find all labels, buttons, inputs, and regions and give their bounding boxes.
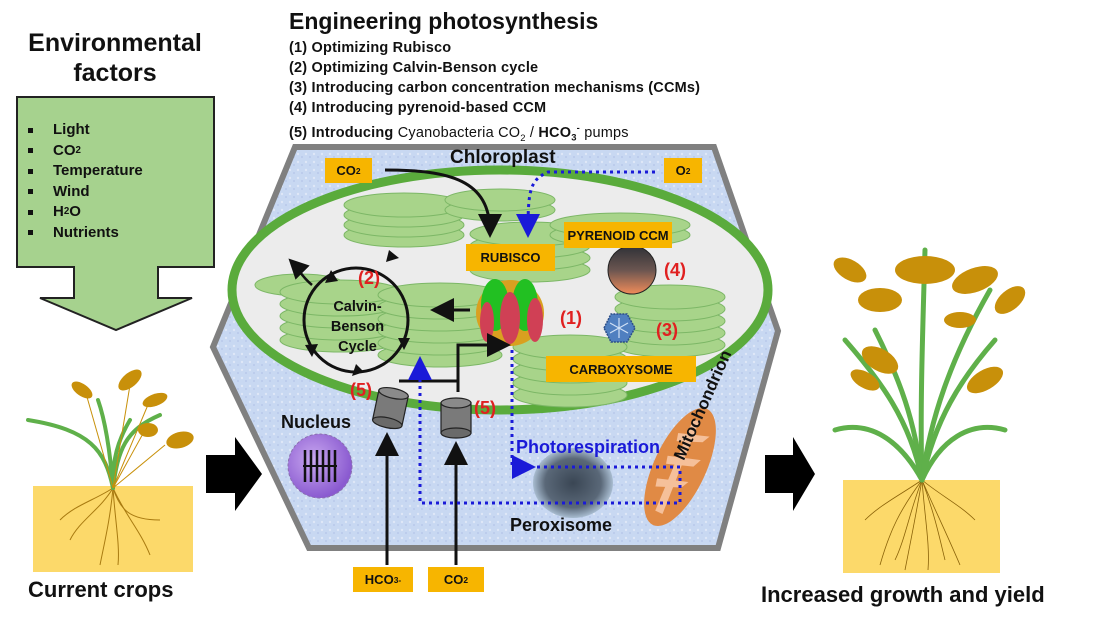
environmental-arrow — [16, 96, 215, 332]
transporter-pump — [440, 397, 472, 439]
thylakoid-stack — [444, 188, 556, 222]
thylakoid-stack — [343, 192, 465, 248]
factor-temperature: Temperature — [25, 161, 143, 182]
o2-to-rubisco-arrow — [516, 170, 655, 238]
rubisco-protein — [476, 279, 544, 346]
nucleus-label: Nucleus — [281, 412, 352, 432]
peroxisome-shape — [533, 448, 613, 518]
pyrenoid-ccm-label: PYRENOID CCM — [564, 222, 672, 248]
factor-wind: Wind — [25, 182, 143, 203]
pyrenoid-sphere — [607, 245, 657, 295]
engineering-strategies-list: (1) Optimizing Rubisco (2) Optimizing Ca… — [289, 38, 700, 148]
factor-light: Light — [25, 120, 143, 141]
increased-yield-caption: Increased growth and yield — [761, 582, 1045, 607]
co2-to-rubisco-arrow — [384, 168, 502, 238]
engineering-title: Engineering photosynthesis — [289, 8, 599, 34]
factor-nutrients: Nutrients — [25, 223, 143, 244]
increased-crop-illustration — [832, 247, 1026, 573]
marker-3: (3) — [656, 320, 678, 340]
photorespiration-path — [408, 350, 682, 505]
bullet-icon — [28, 148, 33, 154]
bullet-icon — [28, 127, 33, 133]
strategy-item: (1) Optimizing Rubisco — [289, 40, 452, 56]
marker-5-hco3: (5) — [350, 380, 372, 400]
calvin-output-arrow — [288, 258, 313, 286]
strategy-item: (2) Optimizing Calvin-Benson cycle — [289, 60, 539, 76]
carboxysome-label: CARBOXYSOME — [546, 356, 696, 382]
marker-4: (4) — [664, 260, 686, 280]
bullet-icon — [28, 168, 33, 174]
bullet-icon — [28, 230, 33, 236]
transporter-pump — [371, 386, 409, 430]
marker-2: (2) — [358, 268, 380, 288]
chloroplast-label: Chloroplast — [450, 147, 556, 168]
peroxisome-label: Peroxisome — [510, 515, 613, 535]
calvin-cycle-arrowheads — [305, 250, 410, 376]
marker-1: (1) — [560, 308, 582, 328]
environmental-factors-title: Environmental factors — [28, 29, 202, 87]
pump-connector-lines — [399, 333, 511, 392]
bullet-icon — [28, 209, 33, 215]
photorespiration-label: Photorespiration — [516, 437, 661, 457]
calvin-cycle-label: Calvin- Benson Cycle — [330, 299, 385, 355]
current-crop-illustration — [26, 369, 194, 572]
strategy-item: (3) Introducing carbon concentration mec… — [289, 80, 701, 96]
carboxysome-shape — [603, 313, 636, 343]
arrow-right-icon — [206, 437, 262, 511]
marker-5-co2: (5) — [474, 398, 496, 418]
bullet-icon — [28, 189, 33, 195]
arrow-right-icon — [765, 437, 815, 511]
rubisco-label: RUBISCO — [466, 244, 555, 271]
strategy-item: (5) Introducing Cyanobacteria CO2 / HCO3… — [289, 122, 629, 143]
strategy-item: (4) Introducing pyrenoid-based CCM — [289, 100, 547, 116]
current-crops-caption: Current crops — [28, 577, 174, 602]
nucleus-shape — [287, 433, 353, 499]
